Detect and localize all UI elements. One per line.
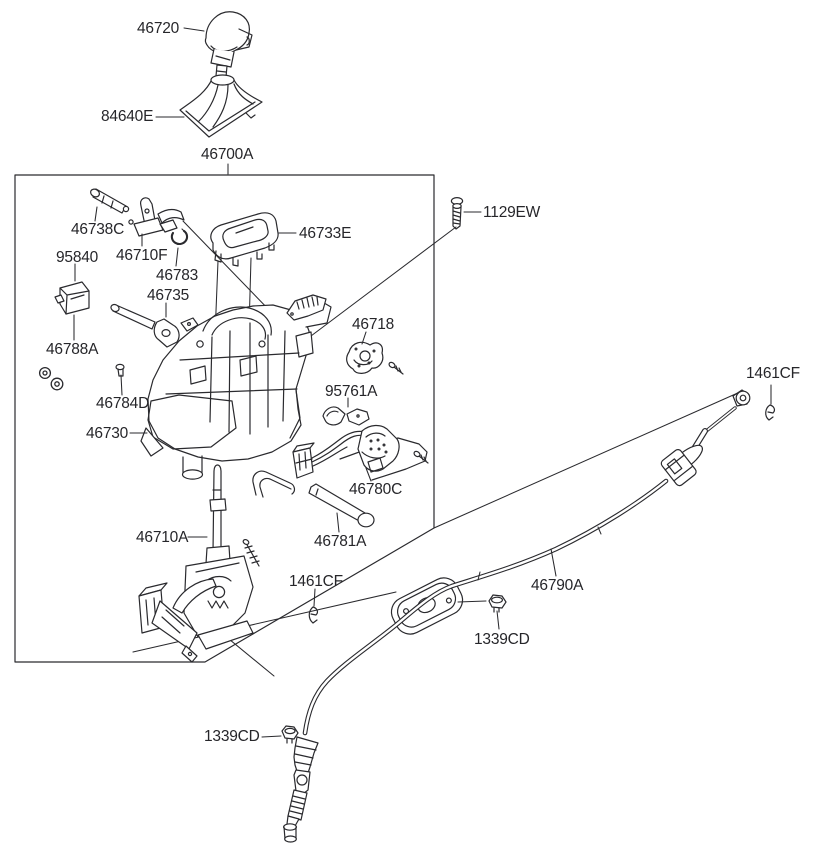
washers-46788a-drawing	[38, 366, 64, 391]
part-label-46738c: 46738C	[71, 221, 125, 238]
nut-1339cd-right	[488, 594, 507, 613]
oring-46783-drawing	[170, 228, 189, 245]
part-label-46781a: 46781A	[314, 533, 367, 550]
detent-plate-drawing	[286, 294, 327, 321]
part-label-46733e: 46733E	[299, 225, 352, 242]
bracket-46718-drawing	[346, 341, 404, 375]
part-label-46784d: 46784D	[96, 395, 150, 412]
part-label-1129ew: 1129EW	[483, 204, 541, 221]
part-label-1339cd-right: 1339CD	[474, 631, 530, 648]
cover-46733e-drawing	[210, 212, 279, 267]
part-label-46790a: 46790A	[531, 577, 584, 594]
part-label-95761a: 95761A	[325, 383, 378, 400]
part-label-1461cf-left: 1461CF	[289, 573, 343, 590]
label-leader-lines	[73, 27, 772, 738]
part-label-95840: 95840	[56, 249, 99, 266]
part-label-46718: 46718	[352, 316, 395, 333]
part-label-46788a: 46788A	[46, 341, 99, 358]
cable-46790a-drawing	[281, 389, 776, 843]
part-label-46710f: 46710F	[116, 247, 168, 264]
part-label-1339cd-left: 1339CD	[204, 728, 260, 745]
shift-boot-drawing	[179, 74, 263, 138]
part-label-84640e: 84640E	[101, 108, 154, 125]
part-label-46783: 46783	[156, 267, 199, 284]
cable-mount-plate	[390, 577, 464, 635]
bracket-46735-drawing	[110, 303, 199, 348]
part-label-46710a: 46710A	[136, 529, 189, 546]
clips-95761a-drawing	[322, 406, 370, 426]
u-pin-drawing	[252, 470, 296, 498]
cable-bottom-end	[281, 725, 319, 843]
harness-46780c-drawing	[292, 424, 429, 481]
rod-46738c-drawing	[90, 188, 134, 225]
part-label-46735: 46735	[147, 287, 190, 304]
clip-1461cf-left	[308, 606, 319, 624]
part-label-46780c: 46780C	[349, 481, 403, 498]
lever-46710f-drawing	[133, 197, 185, 237]
rod-46781a-drawing	[308, 483, 375, 528]
part-label-46720: 46720	[137, 20, 180, 37]
bolt-1129ew-drawing	[450, 197, 464, 230]
switch-95840-drawing	[54, 281, 90, 315]
part-label-1461cf-right: 1461CF	[746, 365, 800, 382]
part-label-46700a: 46700A	[201, 146, 254, 163]
pin-46784d-drawing	[115, 363, 125, 377]
part-label-46730: 46730	[86, 425, 129, 442]
lever-46710a-drawing	[138, 464, 260, 663]
shift-knob-drawing	[204, 11, 253, 78]
assembly-box-outline	[14, 174, 435, 663]
clip-1461cf-right	[765, 404, 776, 421]
